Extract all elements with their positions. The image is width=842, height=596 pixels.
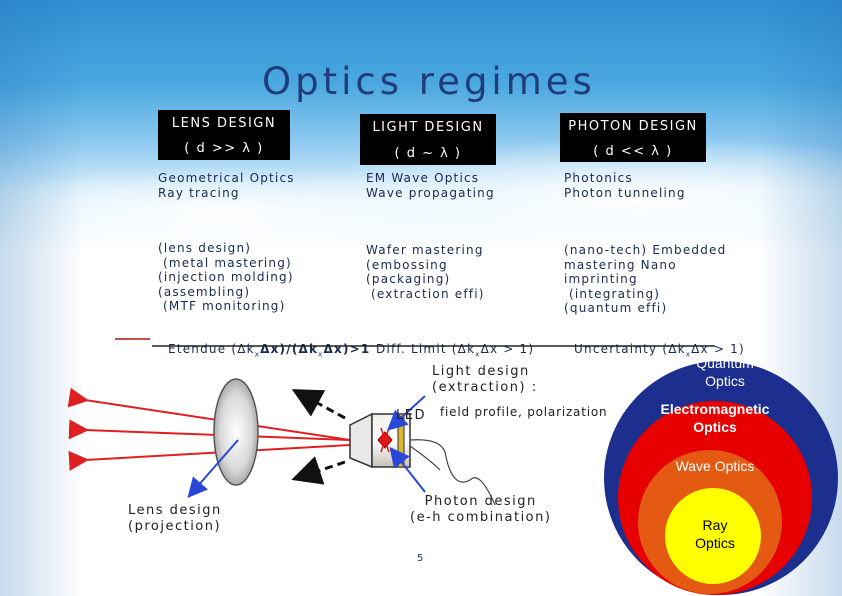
lens-design-label: Lens design (projection) [128,503,222,534]
uncertainty-suffix: Δx > 1) [691,341,745,356]
light-row1-text: EM Wave Optics Wave propagating [366,171,495,200]
lens-row1-text: Geometrical Optics Ray tracing [158,171,295,200]
dashed-arrow-top [291,389,346,420]
etendue-suffix: Δx)>1 [323,341,371,356]
ray-optics-label: Ray Optics [695,517,735,551]
quantum-optics-label: Quantum Optics [696,355,754,389]
light-row2-text: Wafer mastering (embossing (packaging) (… [366,243,485,301]
etendue-mid: Δx)/(Δk [260,341,319,356]
lens-row3-text: Etendue (ΔkxΔx)/(ΔkxΔx)>1 [168,341,371,358]
lens-shape [213,378,259,486]
photon-row2-text: (nano-tech) Embedded mastering Nano impr… [564,243,727,315]
em-optics-label: Electromagnetic Optics [660,401,770,435]
header-photon-condition: ( d << λ ) [560,140,706,162]
page-number: 5 [417,553,424,564]
blue-arrow-photon [389,446,426,493]
blue-arrow-lens [187,439,239,499]
diff-limit-suffix: Δx > 1) [480,341,535,356]
uncertainty-prefix: Uncertainty (Δk [574,341,686,356]
dashed-arrow-bottom [291,456,346,485]
lens-row2-text: (lens design) (metal mastering) (injecti… [158,241,294,313]
led-device [349,412,496,506]
optics-circles [604,361,838,595]
diff-limit-prefix: Diff. Limit (Δk [376,341,476,356]
header-lens-design: LENS DESIGN [158,110,290,136]
photon-row3-text: Uncertainty (ΔkxΔx > 1) [574,341,745,358]
led-label: LED [396,408,426,423]
light-design-label: Light design (extraction) : [432,364,538,395]
ray-optics-circle [665,488,761,584]
etendue-prefix: Etendue (Δk [168,341,255,356]
header-photon-design: PHOTON DESIGN [560,113,706,140]
slide-title: Optics regimes [262,60,596,103]
header-light-condition: ( d ~ λ ) [360,141,496,165]
photon-design-label: Photon design (e-h combination) [410,494,552,525]
field-profile-label: field profile, polarization [440,405,608,419]
photon-row1-text: Photonics Photon tunneling [564,171,686,200]
light-row3-text: Diff. Limit (ΔkxΔx > 1) [376,341,535,358]
blue-arrow-light [387,395,426,431]
header-light-design: LIGHT DESIGN [360,114,496,141]
header-lens-condition: ( d >> λ ) [158,136,290,160]
wave-optics-label: Wave Optics [675,458,755,474]
